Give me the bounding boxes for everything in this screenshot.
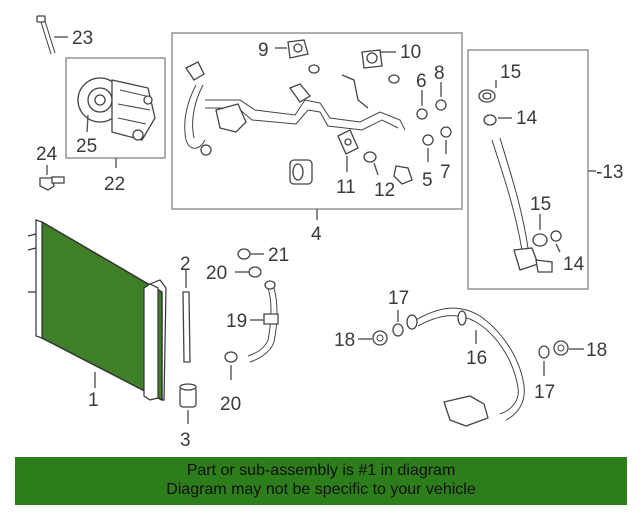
- callout-10: 10: [400, 42, 421, 63]
- ring-21: [237, 248, 251, 260]
- ring-5: [422, 134, 434, 146]
- callout-13: -13: [596, 162, 623, 183]
- callout-17b: 17: [534, 382, 555, 403]
- callout-25: 25: [76, 136, 97, 157]
- callout-18a: 18: [334, 330, 355, 351]
- callout-23: 23: [72, 28, 93, 49]
- callout-20b: 20: [220, 394, 241, 415]
- valve-9: [287, 39, 309, 59]
- condenser: [27, 219, 167, 402]
- ring-18a: [372, 330, 388, 346]
- callout-22: 22: [104, 174, 125, 195]
- callout-3: 3: [180, 430, 191, 451]
- pipe-19: [247, 280, 279, 363]
- callout-19: 19: [226, 311, 247, 332]
- valve-core-11: [337, 129, 359, 155]
- seal-strip-2: [182, 291, 191, 363]
- compressor: [77, 77, 156, 141]
- hose-assembly-box: [467, 49, 589, 290]
- ring-20b: [224, 351, 238, 363]
- ring-18b: [553, 340, 569, 356]
- parts-diagram: 1 2 3 4 5 6 7 8 9 10 11 12 -13 14 14 15 …: [27, 15, 623, 451]
- bolt-23: [36, 15, 56, 55]
- callout-17a: 17: [388, 288, 409, 309]
- callout-24: 24: [36, 144, 58, 165]
- notice-line-1: Part or sub-assembly is #1 in diagram: [186, 462, 456, 479]
- o-ring-10: [388, 74, 400, 84]
- callout-7: 7: [440, 162, 451, 183]
- drier-3: [179, 383, 197, 408]
- callout-9: 9: [258, 40, 269, 61]
- callout-4: 4: [311, 224, 322, 245]
- seal-12: [363, 151, 377, 163]
- hose-13: [478, 89, 562, 273]
- clip: [393, 165, 413, 185]
- callout-14b: 14: [563, 254, 585, 275]
- pipe-16: [406, 307, 525, 427]
- ring-8: [435, 99, 447, 111]
- bolt-24: [39, 176, 65, 191]
- ring-17b: [538, 345, 550, 359]
- ring-6: [416, 108, 428, 120]
- callout-8: 8: [434, 63, 445, 84]
- callout-21: 21: [268, 245, 289, 266]
- callout-15a: 15: [500, 62, 521, 83]
- ring-18b-inner: [557, 344, 565, 352]
- sensor-10: [361, 49, 383, 69]
- ring-17a: [392, 323, 404, 337]
- callout-11: 11: [336, 177, 356, 198]
- callout-14a: 14: [516, 108, 538, 129]
- manifold-lines: [184, 61, 406, 185]
- callout-2: 2: [180, 254, 191, 275]
- notice-line-2: Diagram may not be specific to your vehi…: [166, 481, 476, 498]
- callout-20a: 20: [206, 263, 227, 284]
- callout-1: 1: [88, 390, 99, 411]
- ring-7: [440, 126, 452, 138]
- ring-18a-inner: [376, 334, 384, 342]
- callout-15b: 15: [530, 194, 551, 215]
- callout-18b: 18: [586, 340, 607, 361]
- o-ring-9: [308, 64, 320, 74]
- diagram-notice-banner: Part or sub-assembly is #1 in diagram Di…: [15, 457, 627, 505]
- callout-16: 16: [466, 348, 487, 369]
- callout-5: 5: [422, 170, 433, 191]
- ring-20a: [248, 266, 262, 278]
- callout-6: 6: [416, 71, 427, 92]
- callout-12: 12: [374, 180, 395, 201]
